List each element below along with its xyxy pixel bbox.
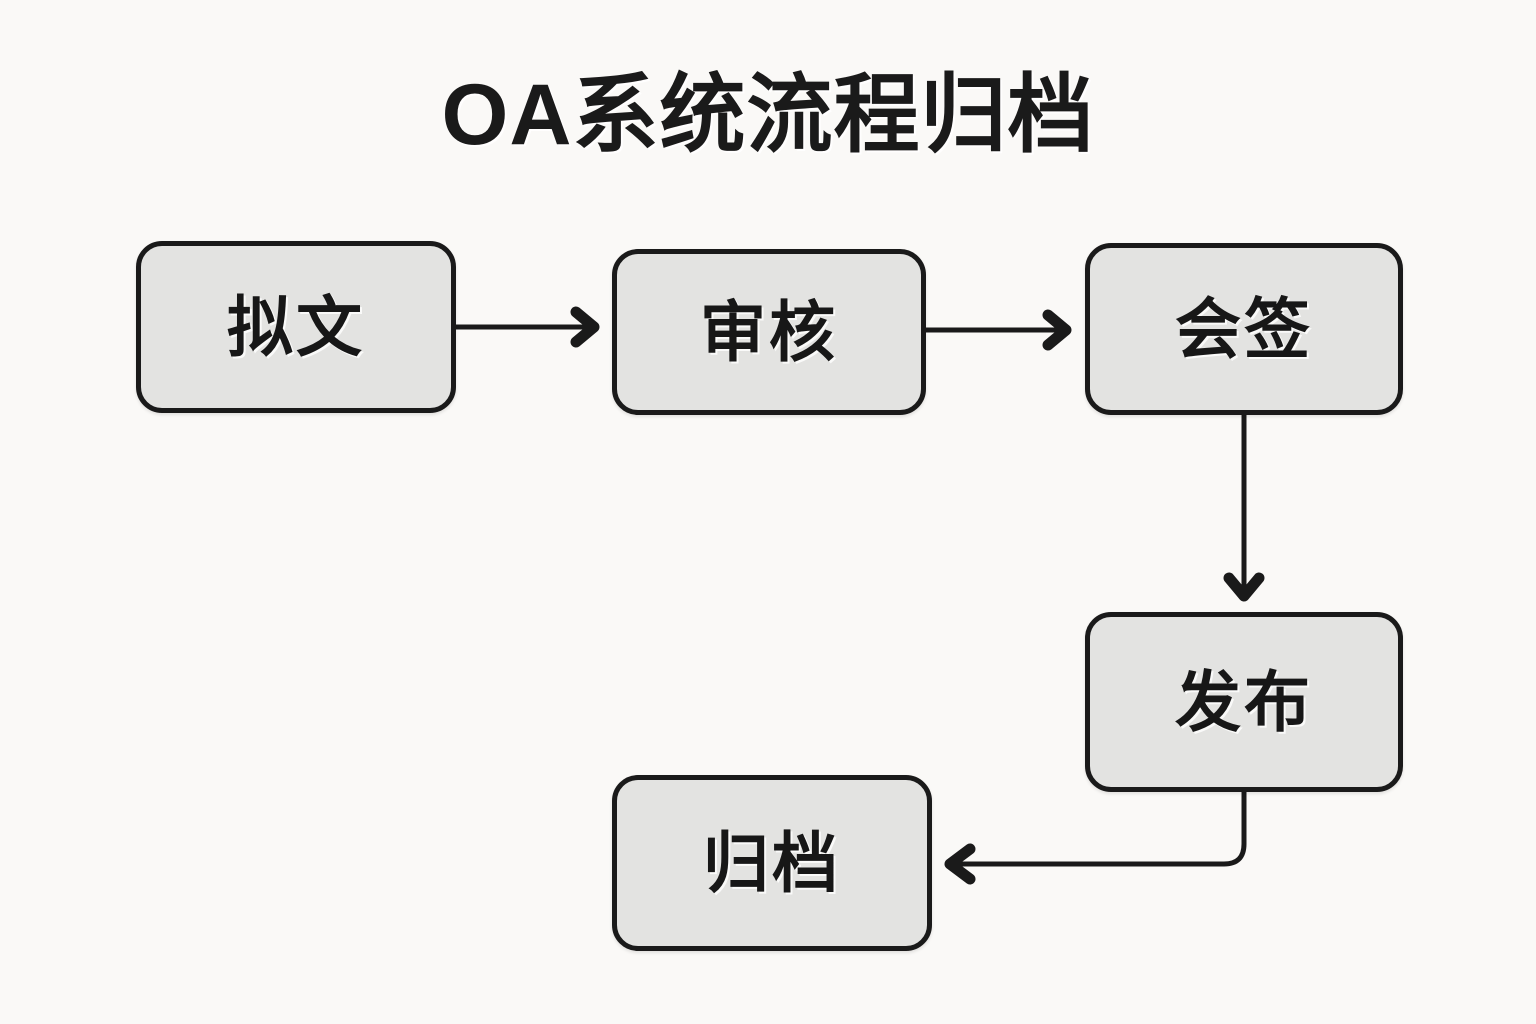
page-title: OA系统流程归档 [441,67,1095,163]
node-cosign[interactable]: 会签 [1085,243,1403,415]
node-draft[interactable]: 拟文 [136,241,456,413]
edge-publish-to-archive [944,789,1247,885]
node-publish[interactable]: 发布 [1085,612,1403,792]
node-archive[interactable]: 归档 [612,775,932,951]
node-review-label: 审核 [700,295,838,369]
node-review[interactable]: 审核 [612,249,926,415]
node-cosign-label: 会签 [1175,292,1313,366]
edge-review-to-cosign [923,309,1072,351]
edge-draft-to-review [453,306,600,348]
node-archive-label: 归档 [703,826,841,900]
node-draft-label: 拟文 [227,290,365,364]
node-publish-label: 发布 [1175,665,1313,739]
edge-cosign-to-publish [1223,412,1265,602]
